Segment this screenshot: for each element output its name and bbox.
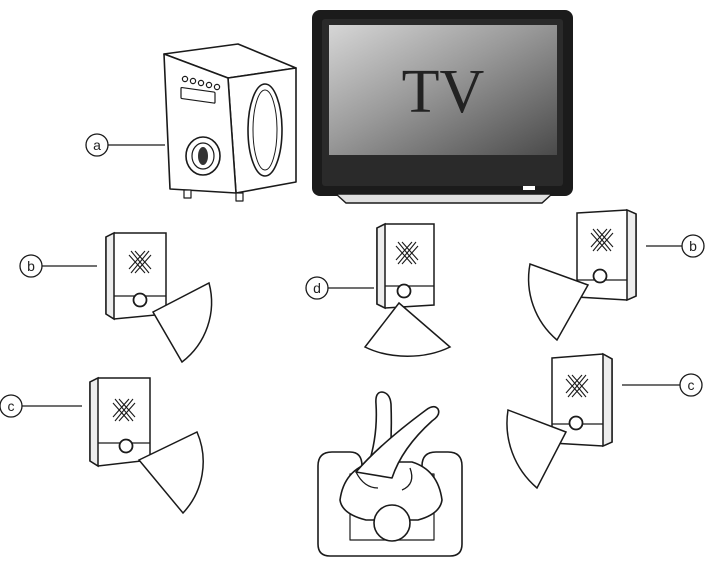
speaker-front-right [527, 208, 637, 342]
sound-cone [137, 430, 204, 515]
television: TV [312, 10, 573, 204]
callout-b-left: b [19, 254, 97, 278]
sound-cone [363, 301, 452, 357]
callout-d: d [305, 276, 374, 300]
callout-a-label: a [93, 137, 101, 153]
tv-label: TV [402, 58, 485, 126]
callout-b-right: b [646, 234, 705, 258]
callout-c-right: c [622, 373, 703, 397]
speaker-rear-left [89, 376, 204, 515]
tv-screen [329, 25, 557, 155]
listener-in-armchair [317, 391, 463, 557]
callout-d-label: d [313, 280, 321, 296]
speaker-center [363, 222, 452, 357]
callout-b-right-label: b [689, 238, 697, 254]
callout-c-left-label: c [8, 398, 15, 414]
callout-c-right-label: c [688, 377, 695, 393]
sound-cone [151, 281, 213, 364]
speaker-rear-right [506, 352, 613, 490]
woofer-driver [185, 136, 221, 176]
sound-cone [527, 262, 590, 342]
subwoofer [163, 43, 297, 202]
speaker-front-left [105, 231, 213, 364]
sound-cone [506, 408, 568, 490]
callout-c-left: c [0, 394, 82, 418]
control-buttons [181, 75, 221, 91]
callout-a: a [85, 133, 165, 157]
callout-b-left-label: b [27, 258, 35, 274]
